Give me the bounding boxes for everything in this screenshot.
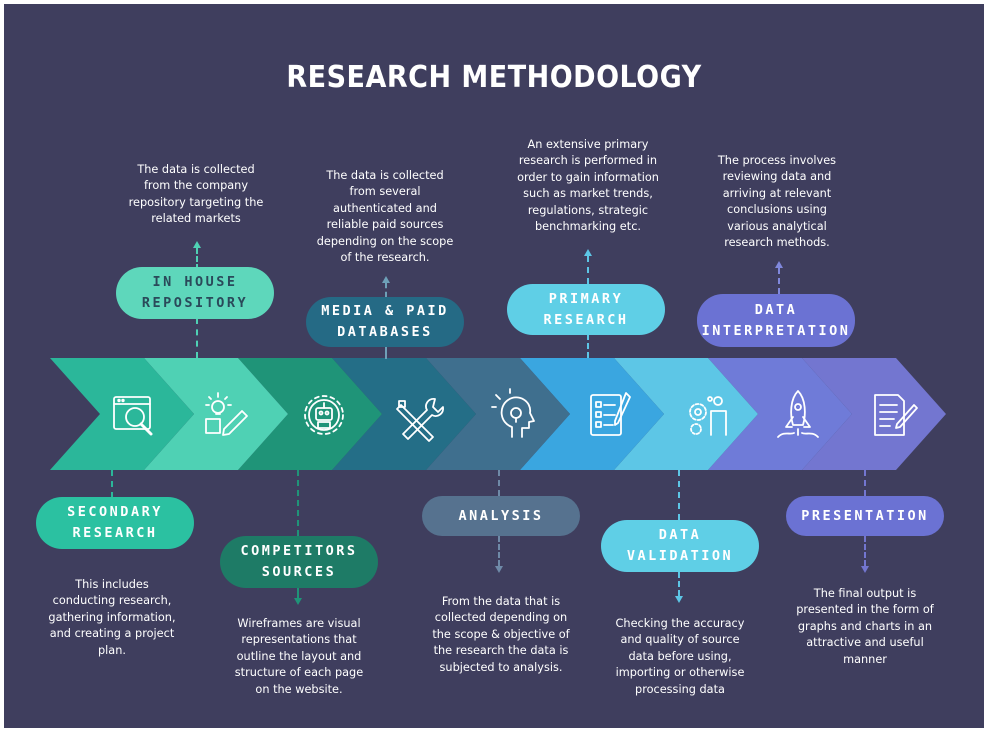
down-arrowhead [675,596,683,603]
down-arrowhead [495,566,503,573]
primary-research-description: An extensive primary research is perform… [517,138,659,234]
secondary-research-description: This includes conducting research, gathe… [48,578,176,657]
up-arrowhead [775,261,783,268]
analysis-label: ANALYSIS [422,496,580,536]
dashed-connector [864,536,866,566]
dashed-connector [297,588,299,598]
competitors-sources-description: Wireframes are visual representations th… [234,617,364,696]
up-arrowhead [193,241,201,248]
presentation-label: PRESENTATION [786,496,944,536]
gears-person-icon [689,396,727,436]
primary-research-label: PRIMARY RESEARCH [507,284,665,335]
lightbulb-pencil-icon [205,392,248,436]
in-house-repository-description: The data is collected from the company r… [128,163,264,226]
chevron-step-5 [426,358,570,470]
dashed-connector [587,334,589,358]
document-pen-icon [874,394,918,436]
chevron-step-4 [332,358,476,470]
data-validation-description: Checking the accuracy and quality of sou… [615,617,745,696]
data-interpretation-description: The process involves reviewing data and … [717,154,837,250]
data-interpretation-label: DATA INTERPRETATION [697,294,855,347]
dashed-connector [864,470,866,496]
dashed-connector [111,470,113,498]
dashed-connector [778,268,780,294]
head-lightbulb-icon [491,388,535,438]
page-title: RESEARCH METHODOLOGY [286,60,702,95]
analysis-description: From the data that is collected dependin… [432,595,570,674]
tools-icon [396,398,444,442]
chevron-step-8 [708,358,852,470]
dashed-connector [678,572,680,596]
robot-gear-icon [304,395,344,435]
chevron-step-9 [802,358,946,470]
dashed-connector [385,347,387,359]
dashed-connector [587,256,589,284]
in-house-repository-label: IN HOUSE REPOSITORY [116,267,274,319]
up-arrowhead [584,249,592,256]
chevron-step-6 [520,358,664,470]
media-paid-databases-description: The data is collected from several authe… [316,169,454,265]
rocket-icon [777,390,819,438]
dashed-connector [678,470,680,520]
magnifier-window-icon [113,396,153,436]
chevron-step-1 [50,358,194,470]
up-arrowhead [382,276,390,283]
presentation-description: The final output is presented in the for… [796,587,934,666]
dashed-connector [498,536,500,566]
dashed-connector [297,470,299,536]
chevron-step-7 [614,358,758,470]
chevron-step-3 [238,358,382,470]
process-chevron-band [50,358,946,470]
competitors-sources-label: COMPETITORS SOURCES [220,536,378,588]
dashed-connector [498,470,500,496]
down-arrowhead [294,598,302,605]
secondary-research-label: SECONDARY RESEARCH [36,497,194,549]
down-arrowhead [861,566,869,573]
dashed-connector [196,318,198,358]
dashed-connector [196,248,198,270]
media-paid-databases-label: MEDIA & PAID DATABASES [306,297,464,347]
data-validation-label: DATA VALIDATION [601,520,759,572]
checklist-icon [590,392,631,436]
infographic-canvas: RESEARCH METHODOLOGY [4,4,984,728]
dashed-connector [385,283,387,297]
